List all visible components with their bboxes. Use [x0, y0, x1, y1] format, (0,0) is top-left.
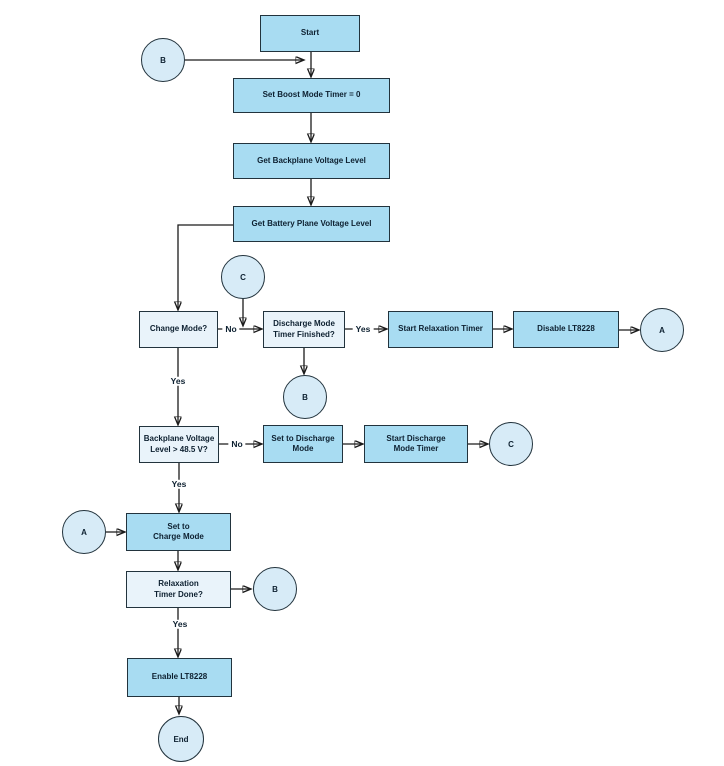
- end-terminator: End: [158, 716, 204, 762]
- node-discharge-timer-finished-decision: Discharge Mode Timer Finished?: [263, 311, 345, 348]
- connector-circle-b-right: B: [253, 567, 297, 611]
- node-set-to-discharge-mode: Set to Discharge Mode: [263, 425, 343, 463]
- edge-label-backplane-yes: Yes: [168, 480, 190, 489]
- edge-label-discharge-finished-yes: Yes: [352, 325, 374, 334]
- node-get-battery-plane-voltage: Get Battery Plane Voltage Level: [233, 206, 390, 242]
- node-start-relaxation-timer: Start Relaxation Timer: [388, 311, 493, 348]
- node-get-backplane-voltage: Get Backplane Voltage Level: [233, 143, 390, 179]
- node-change-mode-decision: Change Mode?: [139, 311, 218, 348]
- connector-circle-c-top: C: [221, 255, 265, 299]
- node-start-discharge-mode-timer: Start Discharge Mode Timer: [364, 425, 468, 463]
- node-set-boost-mode-timer: Set Boost Mode Timer = 0: [233, 78, 390, 113]
- node-relaxation-timer-done-decision: Relaxation Timer Done?: [126, 571, 231, 608]
- edge-label-change-mode-no: No: [222, 325, 240, 334]
- node-disable-lt8228: Disable LT8228: [513, 311, 619, 348]
- connector-circle-a-left: A: [62, 510, 106, 554]
- edge-label-relaxation-done-yes: Yes: [169, 620, 191, 629]
- edge-label-backplane-no: No: [228, 440, 246, 449]
- connector-circle-a-right: A: [640, 308, 684, 352]
- node-enable-lt8228: Enable LT8228: [127, 658, 232, 697]
- node-set-to-charge-mode: Set to Charge Mode: [126, 513, 231, 551]
- connector-circle-c-right: C: [489, 422, 533, 466]
- node-start: Start: [260, 15, 360, 52]
- edge-get-battery-to-change-mode: [178, 224, 233, 309]
- node-backplane-voltage-decision: Backplane Voltage Level > 48.5 V?: [139, 426, 219, 463]
- connector-circle-b-mid: B: [283, 375, 327, 419]
- edge-label-change-mode-yes: Yes: [167, 377, 189, 386]
- connector-circle-b-top: B: [141, 38, 185, 82]
